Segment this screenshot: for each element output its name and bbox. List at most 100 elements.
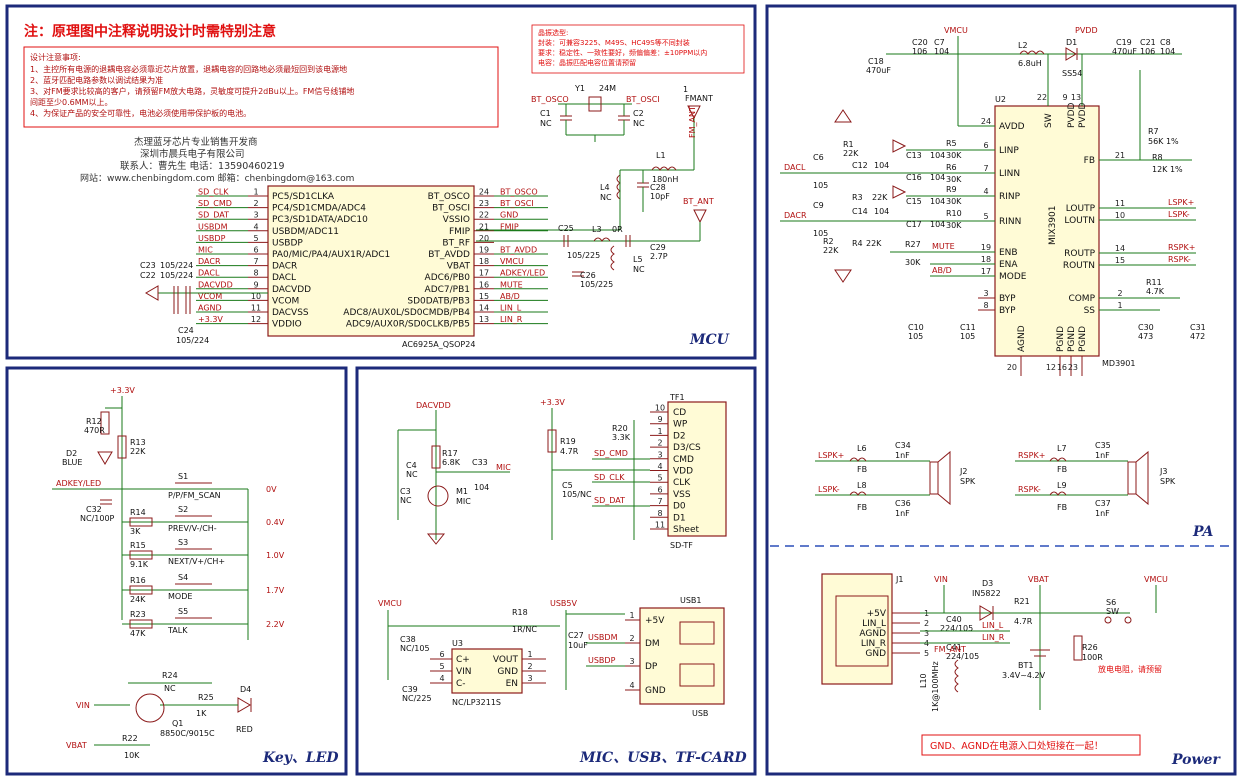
svg-text:L9: L9 xyxy=(1057,481,1067,490)
usb-pin-number: 3 xyxy=(629,657,634,666)
svg-text:TF1: TF1 xyxy=(669,393,685,402)
svg-text:D3: D3 xyxy=(982,579,993,588)
svg-text:6.8uH: 6.8uH xyxy=(1018,59,1042,68)
key-block-title: Key、LED xyxy=(262,750,339,766)
mcu-pin-name: ADC6/PB0 xyxy=(425,273,471,283)
tf-pin-number: 2 xyxy=(657,439,662,448)
svg-text:NC/LP3211S: NC/LP3211S xyxy=(452,698,501,707)
mcu-net-label: DACVDD xyxy=(198,280,233,289)
pa-pin-number: 24 xyxy=(981,117,991,126)
svg-text:1R/NC: 1R/NC xyxy=(512,625,537,634)
tf-pin-name: WP xyxy=(673,420,688,430)
svg-text:PVDD: PVDD xyxy=(1075,26,1098,35)
tf-pin-number: 7 xyxy=(657,497,662,506)
u3-pin-number: 1 xyxy=(527,650,532,659)
svg-text:C32: C32 xyxy=(86,505,102,514)
svg-text:FM_ANT: FM_ANT xyxy=(688,106,697,138)
svg-text:R22: R22 xyxy=(122,734,138,743)
svg-text:473: 473 xyxy=(1138,332,1153,341)
svg-text:L3: L3 xyxy=(592,225,602,234)
svg-text:J2: J2 xyxy=(959,467,967,476)
pa-pin-name: RINP xyxy=(999,192,1021,202)
mcu-net-label: LIN_R xyxy=(500,315,523,324)
svg-text:R8: R8 xyxy=(1152,153,1163,162)
mcu-net-label: AGND xyxy=(198,304,222,313)
svg-text:22K: 22K xyxy=(872,193,888,202)
svg-text:C23: C23 xyxy=(140,261,156,270)
key-voltage-label: 0V xyxy=(266,485,277,494)
svg-text:L5: L5 xyxy=(633,255,643,264)
key-rows: S1P/P/FM_SCAN0VS2PREV/V-/CH-R143K0.4VS3N… xyxy=(122,472,285,638)
svg-text:105/224: 105/224 xyxy=(160,261,193,270)
pa-pin-name: SW xyxy=(1044,113,1054,128)
mcu-pin-name: ADC7/PB1 xyxy=(425,285,470,295)
mcu-pin-name: VBAT xyxy=(447,262,471,272)
svg-text:Q1: Q1 xyxy=(172,719,183,728)
ground-triangle-icon xyxy=(892,185,907,199)
mcu-net-label: USBDM xyxy=(198,222,228,231)
svg-text:SD_DAT: SD_DAT xyxy=(594,496,625,505)
svg-text:4.7R: 4.7R xyxy=(1014,617,1033,626)
svg-text:R20: R20 xyxy=(612,424,628,433)
svg-text:NC: NC xyxy=(406,470,418,479)
pa-pin-name: LOUTN xyxy=(1064,216,1095,226)
tf-pin-name: D0 xyxy=(673,502,686,512)
svg-text:C24: C24 xyxy=(178,326,194,335)
svg-text:C2: C2 xyxy=(633,109,644,118)
mcu-pin-name: USBDP xyxy=(272,238,303,248)
mcu-pin-number: 23 xyxy=(479,199,489,208)
key-switch-ref: S5 xyxy=(178,607,188,616)
svg-text:FB: FB xyxy=(857,465,867,474)
pa-pin-number: 22 xyxy=(1037,93,1047,102)
key-switch-ref: S2 xyxy=(178,505,188,514)
svg-text:ADKEY/LED: ADKEY/LED xyxy=(56,479,101,488)
svg-text:NC: NC xyxy=(633,265,645,274)
gnd-note: GND、AGND在电源入口处短接在一起！ xyxy=(930,740,1103,752)
pa-pin-number: 23 xyxy=(1068,363,1078,372)
pa-pin-number: 3 xyxy=(983,289,988,298)
microphone-icon xyxy=(427,485,449,507)
mcu-block-frame xyxy=(5,4,757,360)
svg-text:C21: C21 xyxy=(1140,38,1156,47)
mcu-pin-name: PA0/MIC/PA4/AUX1R/ADC1 xyxy=(272,250,390,260)
mcu-pin-number: 10 xyxy=(251,292,261,301)
pa-pin-name: LOUTP xyxy=(1066,204,1096,214)
fm-antenna-icon xyxy=(687,105,701,120)
svg-text:VIN: VIN xyxy=(934,575,948,584)
key-switch-label: TALK xyxy=(167,626,188,635)
speaker-j3-icon xyxy=(1127,461,1137,495)
tf-pin-name: D3/CS xyxy=(673,443,701,453)
ldo-u3-body xyxy=(451,648,523,694)
notice-box xyxy=(23,46,499,128)
usb-port-icon xyxy=(679,621,715,645)
tf-pin-name: CD xyxy=(673,408,686,418)
svg-text:C15: C15 xyxy=(906,197,922,206)
company-line1: 杰理蓝牙芯片专业销售开发商 xyxy=(134,136,258,148)
pa-pin-number: 8 xyxy=(983,301,988,310)
svg-text:C10: C10 xyxy=(908,323,924,332)
mcu-net-label: DACR xyxy=(198,257,221,266)
svg-text:3.4V~4.2V: 3.4V~4.2V xyxy=(1002,671,1046,680)
svg-text:224/105: 224/105 xyxy=(940,624,973,633)
svg-text:22K: 22K xyxy=(843,149,859,158)
svg-text:MD3901: MD3901 xyxy=(1102,359,1135,368)
svg-text:R7: R7 xyxy=(1148,127,1159,136)
tf-card-connector-body xyxy=(667,401,727,537)
notice-heading: 注：原理图中注释说明设计时需特别注意 xyxy=(24,23,276,40)
mcu-pin-number: 7 xyxy=(253,257,258,266)
svg-text:0R: 0R xyxy=(612,225,623,234)
svg-text:J3: J3 xyxy=(1159,467,1167,476)
key-resistor-ref: R15 xyxy=(130,541,146,550)
pa-pin-name: COMP xyxy=(1068,294,1095,304)
svg-text:R6: R6 xyxy=(946,163,957,172)
company-contact: 联系人：曹先生 电话：13590460219 xyxy=(120,160,285,172)
led-d2-icon xyxy=(97,451,113,465)
diode-d3-icon xyxy=(979,605,993,621)
mcu-net-label: SD_DAT xyxy=(198,211,229,220)
mcu-pin-number: 4 xyxy=(253,222,258,231)
tf-pin-name: VDD xyxy=(673,467,693,477)
